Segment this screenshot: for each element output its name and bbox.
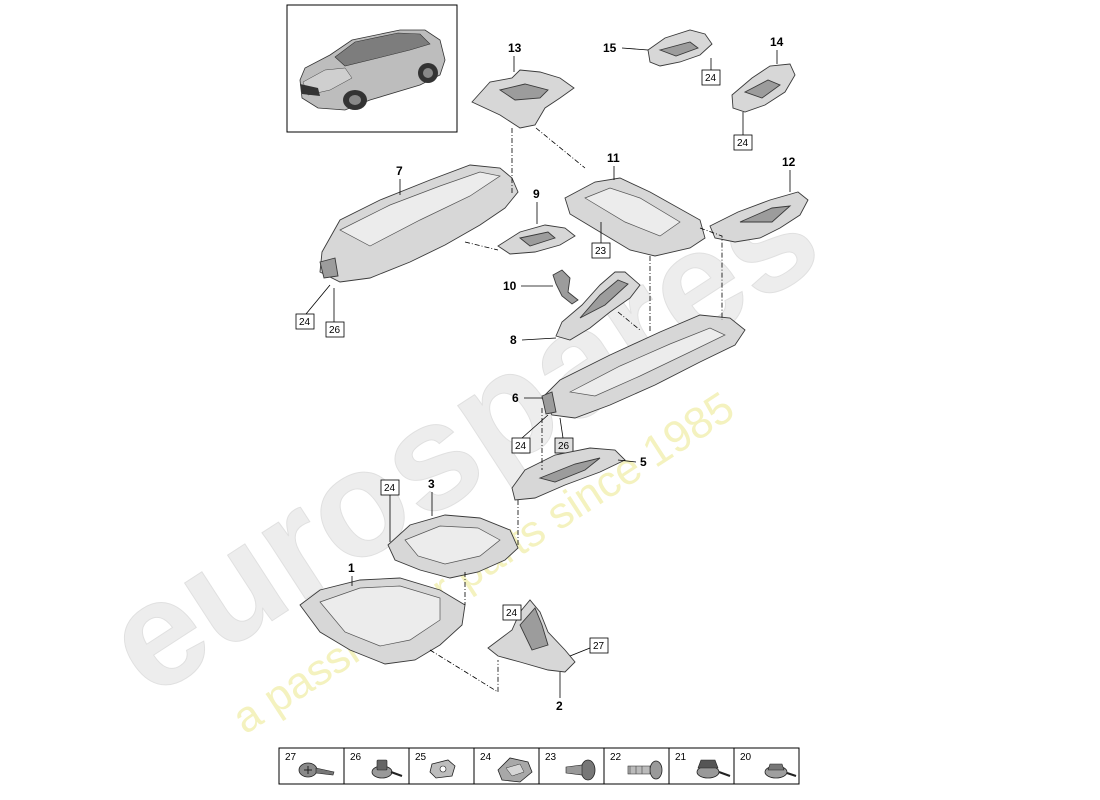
- ref-23-part11: 23: [595, 246, 607, 257]
- vehicle-thumbnail: [286, 4, 458, 133]
- callout-5: 5: [640, 455, 647, 469]
- part-2: [487, 599, 576, 673]
- callout-11: 11: [607, 151, 620, 165]
- legend-number-27: 27: [285, 752, 297, 763]
- legend-number-26: 26: [350, 752, 362, 763]
- legend-number-22: 22: [610, 752, 622, 763]
- ref-26-part6: 26: [558, 441, 570, 452]
- part-12: [709, 191, 809, 243]
- hex-bolt-icon: [696, 759, 731, 779]
- callout-14: 14: [770, 35, 784, 49]
- part-3: [387, 514, 519, 579]
- ref-24-part2: 24: [506, 608, 518, 619]
- callout-3: 3: [428, 477, 435, 491]
- part-10: [552, 269, 579, 305]
- callout-8: 8: [510, 333, 517, 347]
- part-9: [497, 224, 576, 255]
- fastener-legend: 27 26 25 24 23 2: [278, 747, 800, 785]
- legend-number-20: 20: [740, 752, 752, 763]
- part-14: [731, 63, 796, 113]
- callout-10: 10: [503, 279, 517, 293]
- callout-7: 7: [396, 164, 403, 178]
- part-13: [471, 69, 575, 129]
- callout-15: 15: [603, 41, 617, 55]
- part-8: [555, 271, 641, 341]
- callout-6: 6: [512, 391, 519, 405]
- ref-24-part7: 24: [299, 317, 311, 328]
- part-7: [319, 164, 519, 283]
- ref-27-part2: 27: [593, 641, 605, 652]
- callout-13: 13: [508, 41, 522, 55]
- legend-number-25: 25: [415, 752, 427, 763]
- part-6: [541, 314, 746, 419]
- assembly-lines: [429, 127, 723, 693]
- part-5: [511, 447, 626, 501]
- torx-screw-icon: [298, 762, 335, 778]
- legend-number-21: 21: [675, 752, 687, 763]
- callout-12: 12: [782, 155, 796, 169]
- ref-26-part7: 26: [329, 325, 341, 336]
- spring-nut-icon: [497, 757, 533, 783]
- part-1: [299, 577, 466, 665]
- expansion-rivet-icon: [565, 759, 596, 781]
- part-11: [564, 177, 706, 257]
- callout-1: 1: [348, 561, 355, 575]
- ref-24-part3: 24: [384, 483, 396, 494]
- clip-nut-icon: [429, 759, 456, 779]
- ref-24-part6: 24: [515, 441, 527, 452]
- legend-number-24: 24: [480, 752, 492, 763]
- callout-9: 9: [533, 187, 540, 201]
- ref-24-part15: 24: [705, 73, 717, 84]
- legend-number-23: 23: [545, 752, 557, 763]
- pan-screw-icon: [764, 763, 797, 779]
- flange-screw-icon: [371, 759, 403, 779]
- callout-2: 2: [556, 699, 563, 713]
- car-icon: [299, 29, 446, 111]
- ref-24-part14: 24: [737, 138, 749, 149]
- push-rivet-icon: [627, 760, 663, 780]
- part-15: [647, 29, 713, 67]
